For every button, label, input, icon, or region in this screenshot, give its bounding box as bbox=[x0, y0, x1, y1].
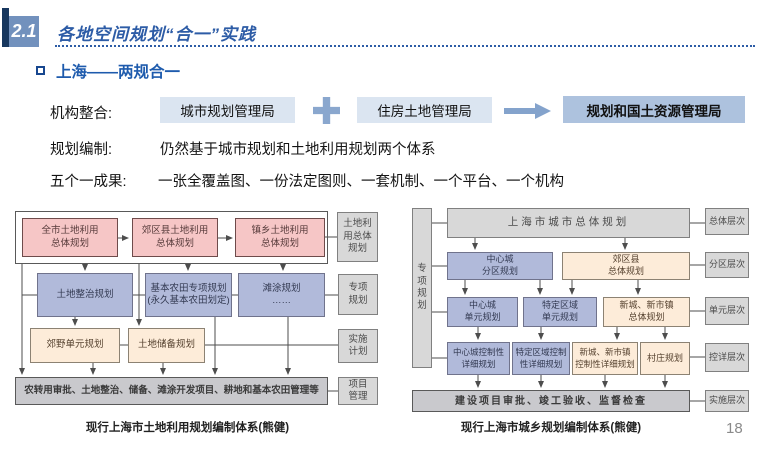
label-unit-level: 单元层次 bbox=[705, 297, 749, 325]
label-detailed-control-level: 控详层次 bbox=[705, 343, 749, 372]
box-mudflat-plan: 滩涂规划 …… bbox=[238, 273, 325, 317]
box-village-plan: 村庄规划 bbox=[640, 342, 690, 375]
box-central-city-unit-plan: 中心城 单元规划 bbox=[447, 297, 518, 327]
right-diagram-caption: 现行上海市城乡规划编制体系(熊健) bbox=[460, 422, 642, 434]
left-diagram-caption: 现行上海市土地利用规划编制体系(熊健) bbox=[85, 422, 290, 434]
compilation-label: 规划编制: bbox=[50, 142, 113, 158]
box-special-area-detailed-plan: 特定区域控制 性详细规划 bbox=[512, 342, 570, 375]
compilation-text: 仍然基于城市规划和土地利用规划两个体系 bbox=[160, 142, 436, 158]
box-land-reserve-plan: 土地储备规划 bbox=[128, 328, 205, 363]
five-one-text: 一张全覆盖图、一份法定图则、一套机制、一个平台、一个机构 bbox=[158, 174, 564, 190]
bullet-heading: 上海——两规合一 bbox=[56, 64, 181, 81]
integration-label: 机构整合: bbox=[50, 106, 113, 122]
label-implementation-plan: 实施 计划 bbox=[338, 329, 378, 363]
title-underline bbox=[55, 45, 755, 47]
bullet-square-icon bbox=[36, 66, 45, 75]
org-box-planning-land-resources-bureau: 规划和国土资源管理局 bbox=[563, 96, 745, 123]
left-diagram-top-frame bbox=[15, 211, 328, 264]
org-box-urban-planning-bureau: 城市规划管理局 bbox=[160, 97, 295, 123]
org-box-housing-land-bureau: 住房土地管理局 bbox=[357, 97, 492, 123]
box-project-management-bar: 农转用审批、土地整治、储备、滩涂开发项目、耕地和基本农田管理等 bbox=[15, 377, 328, 405]
box-newtown-detailed-plan: 新城、新市镇 控制性详细规划 bbox=[572, 342, 638, 375]
label-implementation-level: 实施层次 bbox=[705, 390, 749, 412]
section-badge-bar bbox=[2, 8, 9, 47]
label-overall-level: 总体层次 bbox=[705, 208, 749, 235]
box-newtown-master-plan: 新城、新市镇 总体规划 bbox=[603, 297, 690, 327]
box-district-land-master-plan: 郊区县土地利用 总体规划 bbox=[132, 218, 218, 257]
box-city-land-master-plan: 全市土地利用 总体规划 bbox=[22, 218, 118, 257]
box-town-land-master-plan: 镇乡土地利用 总体规划 bbox=[235, 218, 325, 257]
plus-icon bbox=[313, 97, 340, 124]
box-suburban-county-master-plan: 郊区县 总体规划 bbox=[562, 252, 690, 280]
five-one-label: 五个一成果: bbox=[50, 174, 127, 190]
box-implementation-bar: 建设项目审批、竣工验收、监督检查 bbox=[412, 390, 690, 412]
box-central-city-district-plan: 中心城 分区规划 bbox=[447, 252, 553, 280]
label-land-use-master-plan: 土地利 用总体 规划 bbox=[337, 212, 378, 262]
section-number-badge: 2.1 bbox=[9, 16, 39, 47]
label-special-plan-vertical: 专项 规划 bbox=[412, 208, 432, 368]
box-basic-farmland-plan: 基本农田专项规划 (永久基本农田划定) bbox=[145, 273, 232, 317]
box-central-city-detailed-plan: 中心城控制性 详细规划 bbox=[447, 342, 510, 375]
box-shanghai-city-master-plan: 上海市城市总体规划 bbox=[447, 208, 690, 238]
box-land-consolidation-plan: 土地整治规划 bbox=[37, 273, 133, 317]
slide-title: 各地空间规划“合一”实践 bbox=[57, 25, 256, 44]
label-project-management: 项目 管理 bbox=[338, 377, 378, 405]
page-number: 18 bbox=[726, 420, 743, 437]
right-arrow-icon bbox=[504, 103, 551, 119]
box-rural-unit-plan: 郊野单元规划 bbox=[30, 328, 120, 363]
box-special-area-unit-plan: 特定区域 单元规划 bbox=[523, 297, 597, 327]
label-district-level: 分区层次 bbox=[705, 252, 749, 278]
label-special-plan: 专项 规划 bbox=[338, 274, 378, 315]
